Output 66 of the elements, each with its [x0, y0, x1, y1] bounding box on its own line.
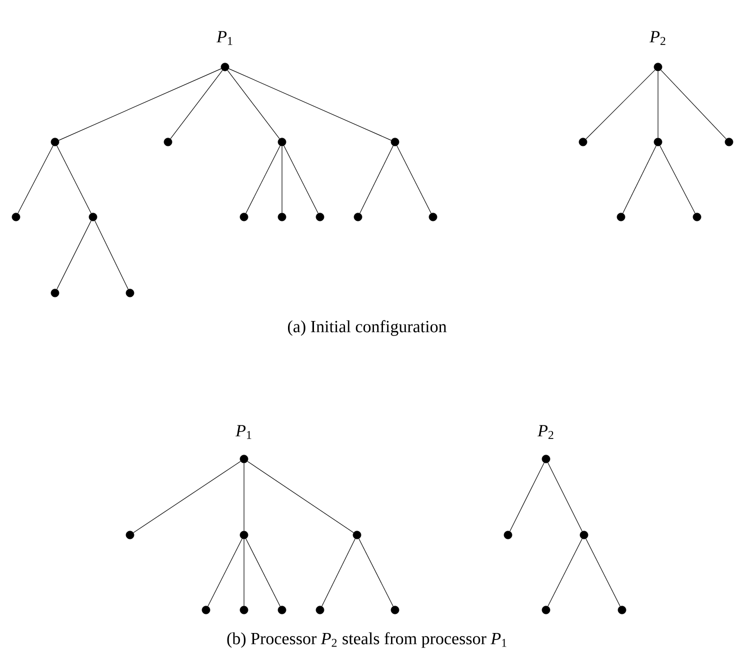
dot — [504, 530, 512, 540]
dot — [50, 138, 60, 146]
dot — [616, 212, 626, 222]
tree-edge — [58, 68, 222, 141]
dot — [618, 606, 626, 614]
dot — [126, 530, 134, 540]
dot — [390, 606, 400, 614]
dot — [316, 212, 324, 222]
tree-edge — [360, 145, 394, 214]
tree-edge — [18, 145, 54, 214]
tree-edge — [510, 462, 544, 532]
tree-edge — [660, 70, 726, 140]
tree-edge — [56, 220, 92, 290]
dot — [354, 212, 362, 222]
dot — [240, 606, 248, 614]
dot — [428, 212, 438, 222]
tree-edge — [660, 145, 696, 214]
dot — [352, 530, 362, 540]
dot — [50, 288, 60, 298]
dot — [578, 138, 588, 146]
tree-edge — [586, 538, 620, 607]
tree-edge — [548, 538, 582, 607]
dot — [316, 606, 324, 614]
tree-edge — [622, 145, 656, 214]
dot — [240, 530, 248, 540]
tree-edge — [247, 461, 354, 533]
dot — [202, 606, 210, 614]
dot — [390, 138, 400, 146]
dot — [88, 212, 98, 222]
tree-title: P$_{2}$ — [538, 425, 554, 439]
tree-edge — [246, 145, 280, 214]
tree-edge — [56, 145, 92, 214]
dot — [278, 606, 286, 614]
caption: (b) Processor P$_{2}$ steals from processor P$_{1}$ — [227, 632, 506, 648]
tree-edge — [170, 70, 223, 139]
tree-edge — [246, 538, 280, 607]
tree-edge — [94, 220, 128, 290]
dot — [278, 212, 286, 222]
tree-title: P$_{1}$ — [236, 425, 252, 439]
tree-edge — [228, 68, 392, 141]
dot — [654, 62, 662, 72]
dot — [278, 138, 286, 146]
dot — [240, 454, 248, 464]
tree-edge — [322, 538, 356, 607]
dot — [126, 288, 134, 298]
dot — [654, 138, 662, 146]
dot — [220, 62, 230, 72]
caption: (a) Initial configuration — [288, 320, 447, 336]
dot — [580, 530, 588, 540]
tree-edge — [227, 70, 280, 139]
tree-edge — [133, 461, 241, 533]
dot — [12, 212, 20, 222]
dot — [724, 138, 734, 146]
tree-edge — [208, 538, 242, 607]
tree-title: P$_{2}$ — [650, 31, 666, 45]
dot — [164, 138, 172, 146]
tree-edge — [586, 70, 656, 140]
tree-edge — [284, 145, 318, 214]
dot — [240, 212, 248, 222]
tree-edge — [358, 538, 394, 607]
tree-edge — [396, 145, 432, 214]
tree-title: P$_{1}$ — [216, 31, 232, 45]
dot — [542, 454, 550, 464]
tree-edge — [548, 462, 582, 532]
dot — [692, 212, 702, 222]
dot — [542, 606, 550, 614]
